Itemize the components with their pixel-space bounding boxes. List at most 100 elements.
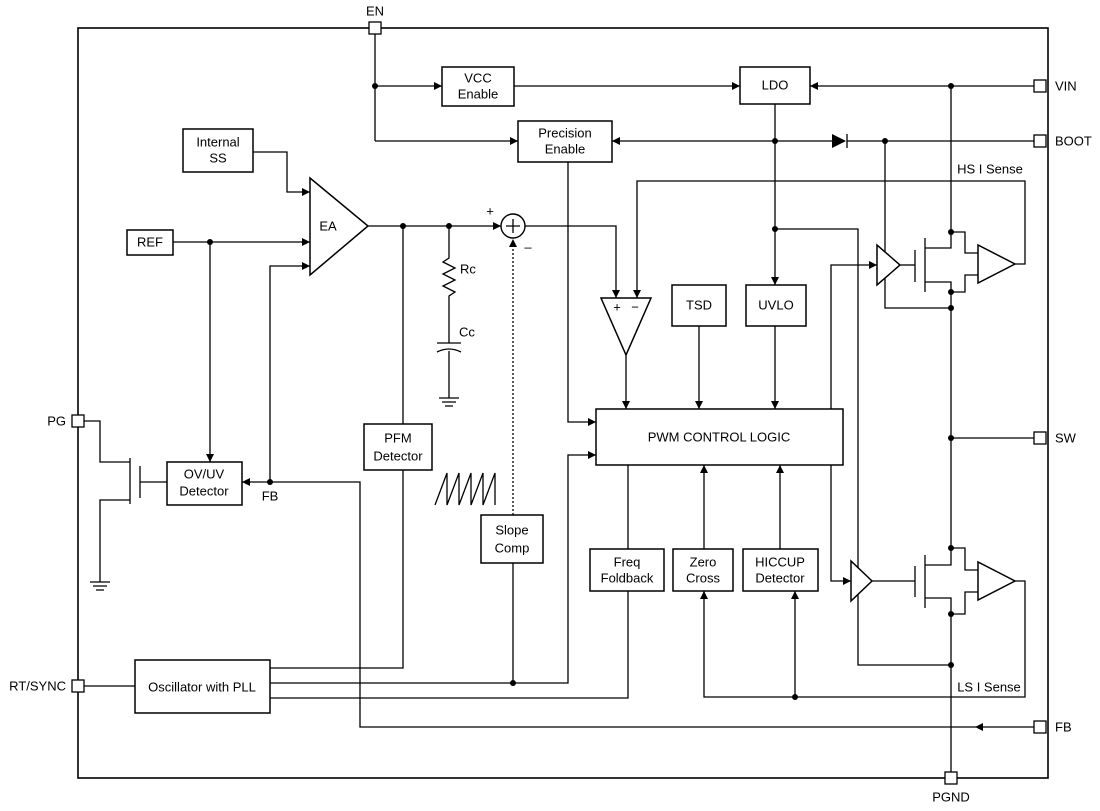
hs-gate-driver [876,243,902,287]
comparator-minus-label: − [631,299,639,314]
block-label-line2: Cross [686,570,720,585]
block-label-line2: Enable [458,86,498,101]
tsd-block: TSD [671,284,727,327]
block-label-line2: Enable [545,141,585,156]
wire-fb-to-ea [269,262,310,482]
block-box [441,66,515,107]
block-label-line1: VCC [464,70,491,85]
junction-dot [772,226,778,232]
precision-enable-block: Precision Enable [517,120,613,163]
block-label-line2: Foldback [601,570,654,585]
junction-dot [792,694,798,700]
pin-label-pgnd: PGND [932,789,970,804]
pin-label-fb: FB [1055,719,1072,734]
junction-dot [772,138,778,144]
freq-foldback-block: Freq Foldback [589,548,665,592]
pin-label-sw: SW [1055,430,1077,445]
fb-internal-label: FB [262,488,279,503]
block-box [589,548,665,592]
junction-dot [510,680,516,686]
wire-vin-to-hs-drain [925,86,952,249]
block-box [126,229,174,256]
pin-fb [1033,720,1047,734]
block-label: LDO [762,77,789,92]
hiccup-detector-block: HICCUP Detector [742,548,819,592]
ea-label: EA [319,218,337,233]
block-box [671,284,727,327]
wire-pgnd-trunk [925,597,952,772]
wire-ls-sense-in-b [951,591,978,615]
junction-dot [948,289,954,295]
pin-vin [1033,79,1047,93]
block-label-line1: Slope [495,522,528,537]
cc-capacitor [436,342,462,353]
junction-dot [948,229,954,235]
block-box [672,548,734,592]
wire-vcc-to-ls-driver [775,228,859,568]
chip-outline [77,27,1049,779]
wire-ls-driver-ref [857,594,951,666]
block-label: Oscillator with PLL [148,679,256,694]
wire-hs-sense-in-b [951,274,978,293]
pwm-comparator [599,297,653,357]
ovuv-detector-block: OV/UV Detector [166,461,243,506]
boot-diode [832,134,848,148]
pin-label-vin: VIN [1055,78,1077,93]
wire-hs-i-sense [633,180,1026,298]
pin-boot [1033,134,1047,148]
sawtooth-waveform [434,472,496,506]
hs-i-sense-label: HS I Sense [957,161,1023,176]
block-label-line1: OV/UV [184,466,225,481]
wire-pg-pin-to-drain [84,420,130,463]
block-box [480,514,544,564]
pin-label-pg: PG [47,413,66,428]
ls-mosfet [914,555,926,608]
comparator-plus-label: + [613,299,621,314]
wire-oscillator-to-pwm [270,451,596,684]
block-label-line1: Freq [614,554,641,569]
junction-dot [267,479,273,485]
junction-dot [372,83,378,89]
wire-pfm-to-oscillator [270,470,404,669]
block-box [166,461,243,506]
vcc-enable-block: VCC Enable [441,66,515,107]
wire-ls-i-sense [700,580,1026,698]
wire-freq-foldback-to-oscillator [270,591,629,699]
cc-label: Cc [459,324,475,339]
diode-triangle [832,134,846,148]
block-label-line2: Comp [495,540,530,555]
pin-sw [1033,431,1047,445]
pin-rt-sync [71,679,85,693]
wire-pwm-to-ls-driver [830,465,851,585]
block-label-line2: Detector [373,448,423,463]
block-label-line1: Zero [690,554,717,569]
junction-dot [207,239,213,245]
pin-pg [71,414,85,428]
block-label-line2: Detector [755,570,805,585]
ls-gate-driver [850,559,874,603]
error-amplifier [309,176,370,277]
internal-ss-block: Internal SS [182,128,254,173]
block-label-line2: Detector [179,483,229,498]
wire-pwm-to-hs-driver [830,261,877,409]
wires [84,34,1034,772]
block-box [517,120,613,163]
junction-dots [207,83,954,700]
plus-icon [506,219,520,233]
ground-icon [90,581,110,591]
sum-plus-label: + [486,203,494,218]
wire-hs-sense-in-a [951,231,978,254]
block-label-line1: Internal [196,134,239,149]
block-box [739,66,811,105]
junction-dot [948,611,954,617]
pin-label-boot: BOOT [1055,133,1092,148]
ground-symbol-pg [90,581,110,591]
block-label: UVLO [758,297,793,312]
junction-dot [948,435,954,441]
junction-dot [948,83,954,89]
block-box [363,423,433,471]
block-label-line1: HICCUP [755,554,805,569]
pins: EN VIN BOOT SW FB PGND PG RT/SYNC [9,3,1092,804]
capacitor-plate-bottom [436,348,462,353]
wire-ls-sense-in-a [951,547,978,571]
